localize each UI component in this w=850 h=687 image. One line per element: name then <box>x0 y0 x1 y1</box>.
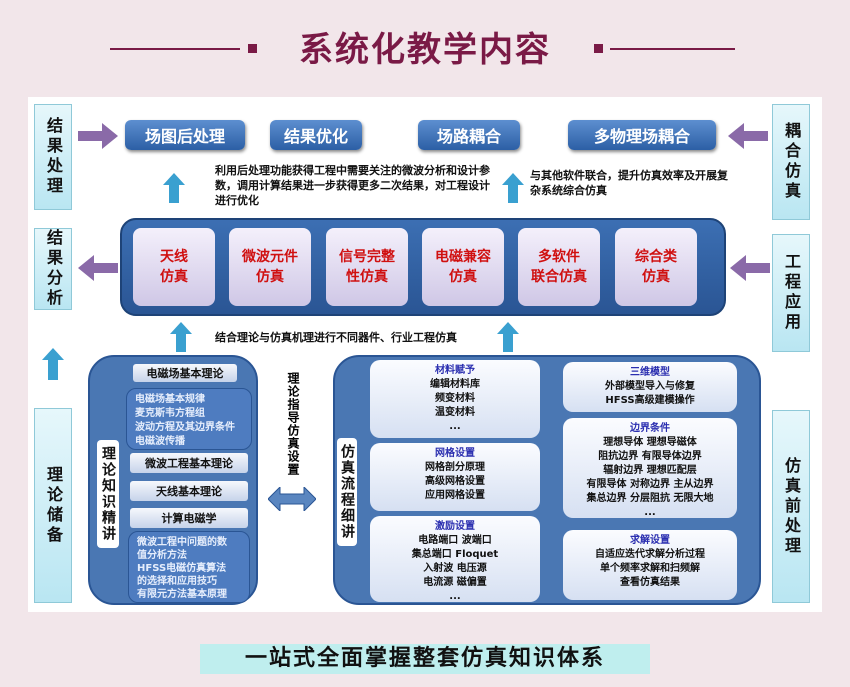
card-line: 单个频率求解和扫频解 <box>600 563 700 574</box>
app-signal-integrity: 信号完整 性仿真 <box>326 228 408 306</box>
app-microwave: 微波元件 仿真 <box>229 228 311 306</box>
card-line: 外部模型导入与修复 <box>605 381 695 392</box>
arrow-up-icon <box>502 173 524 203</box>
card-title: 网格设置 <box>435 448 475 459</box>
desc-postprocess: 利用后处理功能获得工程中需要关注的微波分析和设计参数，调用计算结果进一步获得更多… <box>215 164 490 207</box>
cem-items: 微波工程中问题的数 值分析方法 HFSS电磁仿真算法 的选择和应用技巧 有限元方… <box>128 531 250 603</box>
side-engineering: 工程应用 <box>772 234 810 352</box>
card-line: 温变材料 <box>435 407 475 418</box>
card-line: 辐射边界 理想匹配层 <box>603 465 697 476</box>
antenna-theory: 天线基本理论 <box>130 481 248 501</box>
process-label: 仿真流程细讲 <box>337 438 357 546</box>
cem-theory: 计算电磁学 <box>130 508 248 528</box>
arrow-left-icon <box>730 255 770 281</box>
card-line: 编辑材料库 <box>430 379 480 390</box>
card-line: 频变材料 <box>435 393 475 404</box>
card-line: ... <box>449 421 461 432</box>
side-theory-reserve: 理论储备 <box>34 408 72 603</box>
card-line: 有限导体 对称边界 主从边界 <box>586 479 714 490</box>
title-square-right <box>594 44 603 53</box>
card-line: 网格剖分原理 <box>425 462 485 473</box>
card-3d-model: 三维模型 外部模型导入与修复 HFSS高级建模操作 <box>563 362 737 412</box>
btn-field-postprocess: 场图后处理 <box>125 120 245 150</box>
arrow-left-icon <box>78 255 118 281</box>
theory-label: 理论知识精讲 <box>97 440 119 548</box>
em-theory-items: 电磁场基本规律 麦克斯韦方程组 波动方程及其边界条件 电磁波传播 <box>126 388 252 450</box>
btn-field-circuit-coupling: 场路耦合 <box>418 120 520 150</box>
list-item: 电磁场基本规律 <box>135 394 205 405</box>
side-coupled-sim: 耦合仿真 <box>772 104 810 220</box>
list-item: 有限元方法基本原理 <box>137 589 227 600</box>
list-item: 值分析方法 <box>137 550 187 561</box>
footer-highlight <box>200 644 650 674</box>
arrow-up-icon <box>497 322 519 352</box>
card-line: 高级网格设置 <box>425 476 485 487</box>
card-title: 求解设置 <box>630 535 670 546</box>
desc-coupling: 与其他软件联合，提升仿真效率及开展复杂系统综合仿真 <box>530 169 728 197</box>
card-line: 电路端口 波端口 <box>418 535 492 546</box>
app-emc: 电磁兼容 仿真 <box>422 228 504 306</box>
side-result-analysis: 结果分析 <box>34 228 72 310</box>
app-comprehensive: 综合类 仿真 <box>615 228 697 306</box>
btn-multiphysics-coupling: 多物理场耦合 <box>568 120 716 150</box>
card-title: 三维模型 <box>630 367 670 378</box>
btn-result-optimize: 结果优化 <box>270 120 362 150</box>
card-solve: 求解设置 自适应迭代求解分析过程 单个频率求解和扫频解 查看仿真结果 <box>563 530 737 600</box>
card-materials: 材料赋予 编辑材料库 频变材料 温变材料 ... <box>370 360 540 438</box>
arrow-right-icon <box>78 123 118 149</box>
card-line: 阻抗边界 有限导体边界 <box>598 451 702 462</box>
title-divider-left <box>110 48 240 50</box>
list-item: 波动方程及其边界条件 <box>135 422 235 433</box>
card-mesh: 网格设置 网格剖分原理 高级网格设置 应用网格设置 <box>370 443 540 511</box>
em-basic-theory: 电磁场基本理论 <box>133 364 237 382</box>
side-result-processing: 结果处理 <box>34 104 72 210</box>
card-title: 边界条件 <box>630 423 670 434</box>
list-item: 麦克斯韦方程组 <box>135 408 205 419</box>
app-antenna: 天线 仿真 <box>133 228 215 306</box>
arrow-up-icon <box>42 348 64 380</box>
card-line: ... <box>449 591 461 602</box>
card-line: 电流源 磁偏置 <box>423 577 487 588</box>
list-item: 电磁波传播 <box>135 436 185 447</box>
card-line: 理想导体 理想导磁体 <box>603 437 697 448</box>
title-divider-right <box>610 48 735 50</box>
list-item: 微波工程中问题的数 <box>137 537 227 548</box>
card-line: 集总边界 分层阻抗 无限大地 <box>586 493 714 504</box>
card-line: 集总端口 Floquet <box>411 549 499 560</box>
footer-slogan: 一站式全面掌握整套仿真知识体系 <box>244 646 605 671</box>
title-square-left <box>248 44 257 53</box>
list-item: 的选择和应用技巧 <box>137 576 217 587</box>
list-item: HFSS电磁仿真算法 <box>137 563 227 574</box>
page-title: 系统化教学内容 <box>299 30 551 70</box>
link-label: 理论指导仿真设置 <box>286 372 300 476</box>
card-title: 激励设置 <box>435 521 475 532</box>
card-line: 入射波 电压源 <box>423 563 487 574</box>
double-arrow-icon <box>268 487 316 511</box>
arrow-up-icon <box>163 173 185 203</box>
card-excitation: 激励设置 电路端口 波端口 集总端口 Floquet 入射波 电压源 电流源 磁… <box>370 516 540 602</box>
card-line: HFSS高级建模操作 <box>605 395 695 406</box>
card-line: ... <box>644 507 656 518</box>
card-line: 应用网格设置 <box>425 490 485 501</box>
bar-caption: 结合理论与仿真机理进行不同器件、行业工程仿真 <box>215 331 457 344</box>
card-line: 查看仿真结果 <box>620 577 680 588</box>
microwave-theory: 微波工程基本理论 <box>130 453 248 473</box>
arrow-left-icon <box>728 123 768 149</box>
card-boundary: 边界条件 理想导体 理想导磁体 阻抗边界 有限导体边界 辐射边界 理想匹配层 有… <box>563 418 737 518</box>
card-title: 材料赋予 <box>435 365 475 376</box>
side-preprocessing: 仿真前处理 <box>772 410 810 603</box>
card-line: 自适应迭代求解分析过程 <box>595 549 705 560</box>
app-multi-software: 多软件 联合仿真 <box>518 228 600 306</box>
arrow-up-icon <box>170 322 192 352</box>
